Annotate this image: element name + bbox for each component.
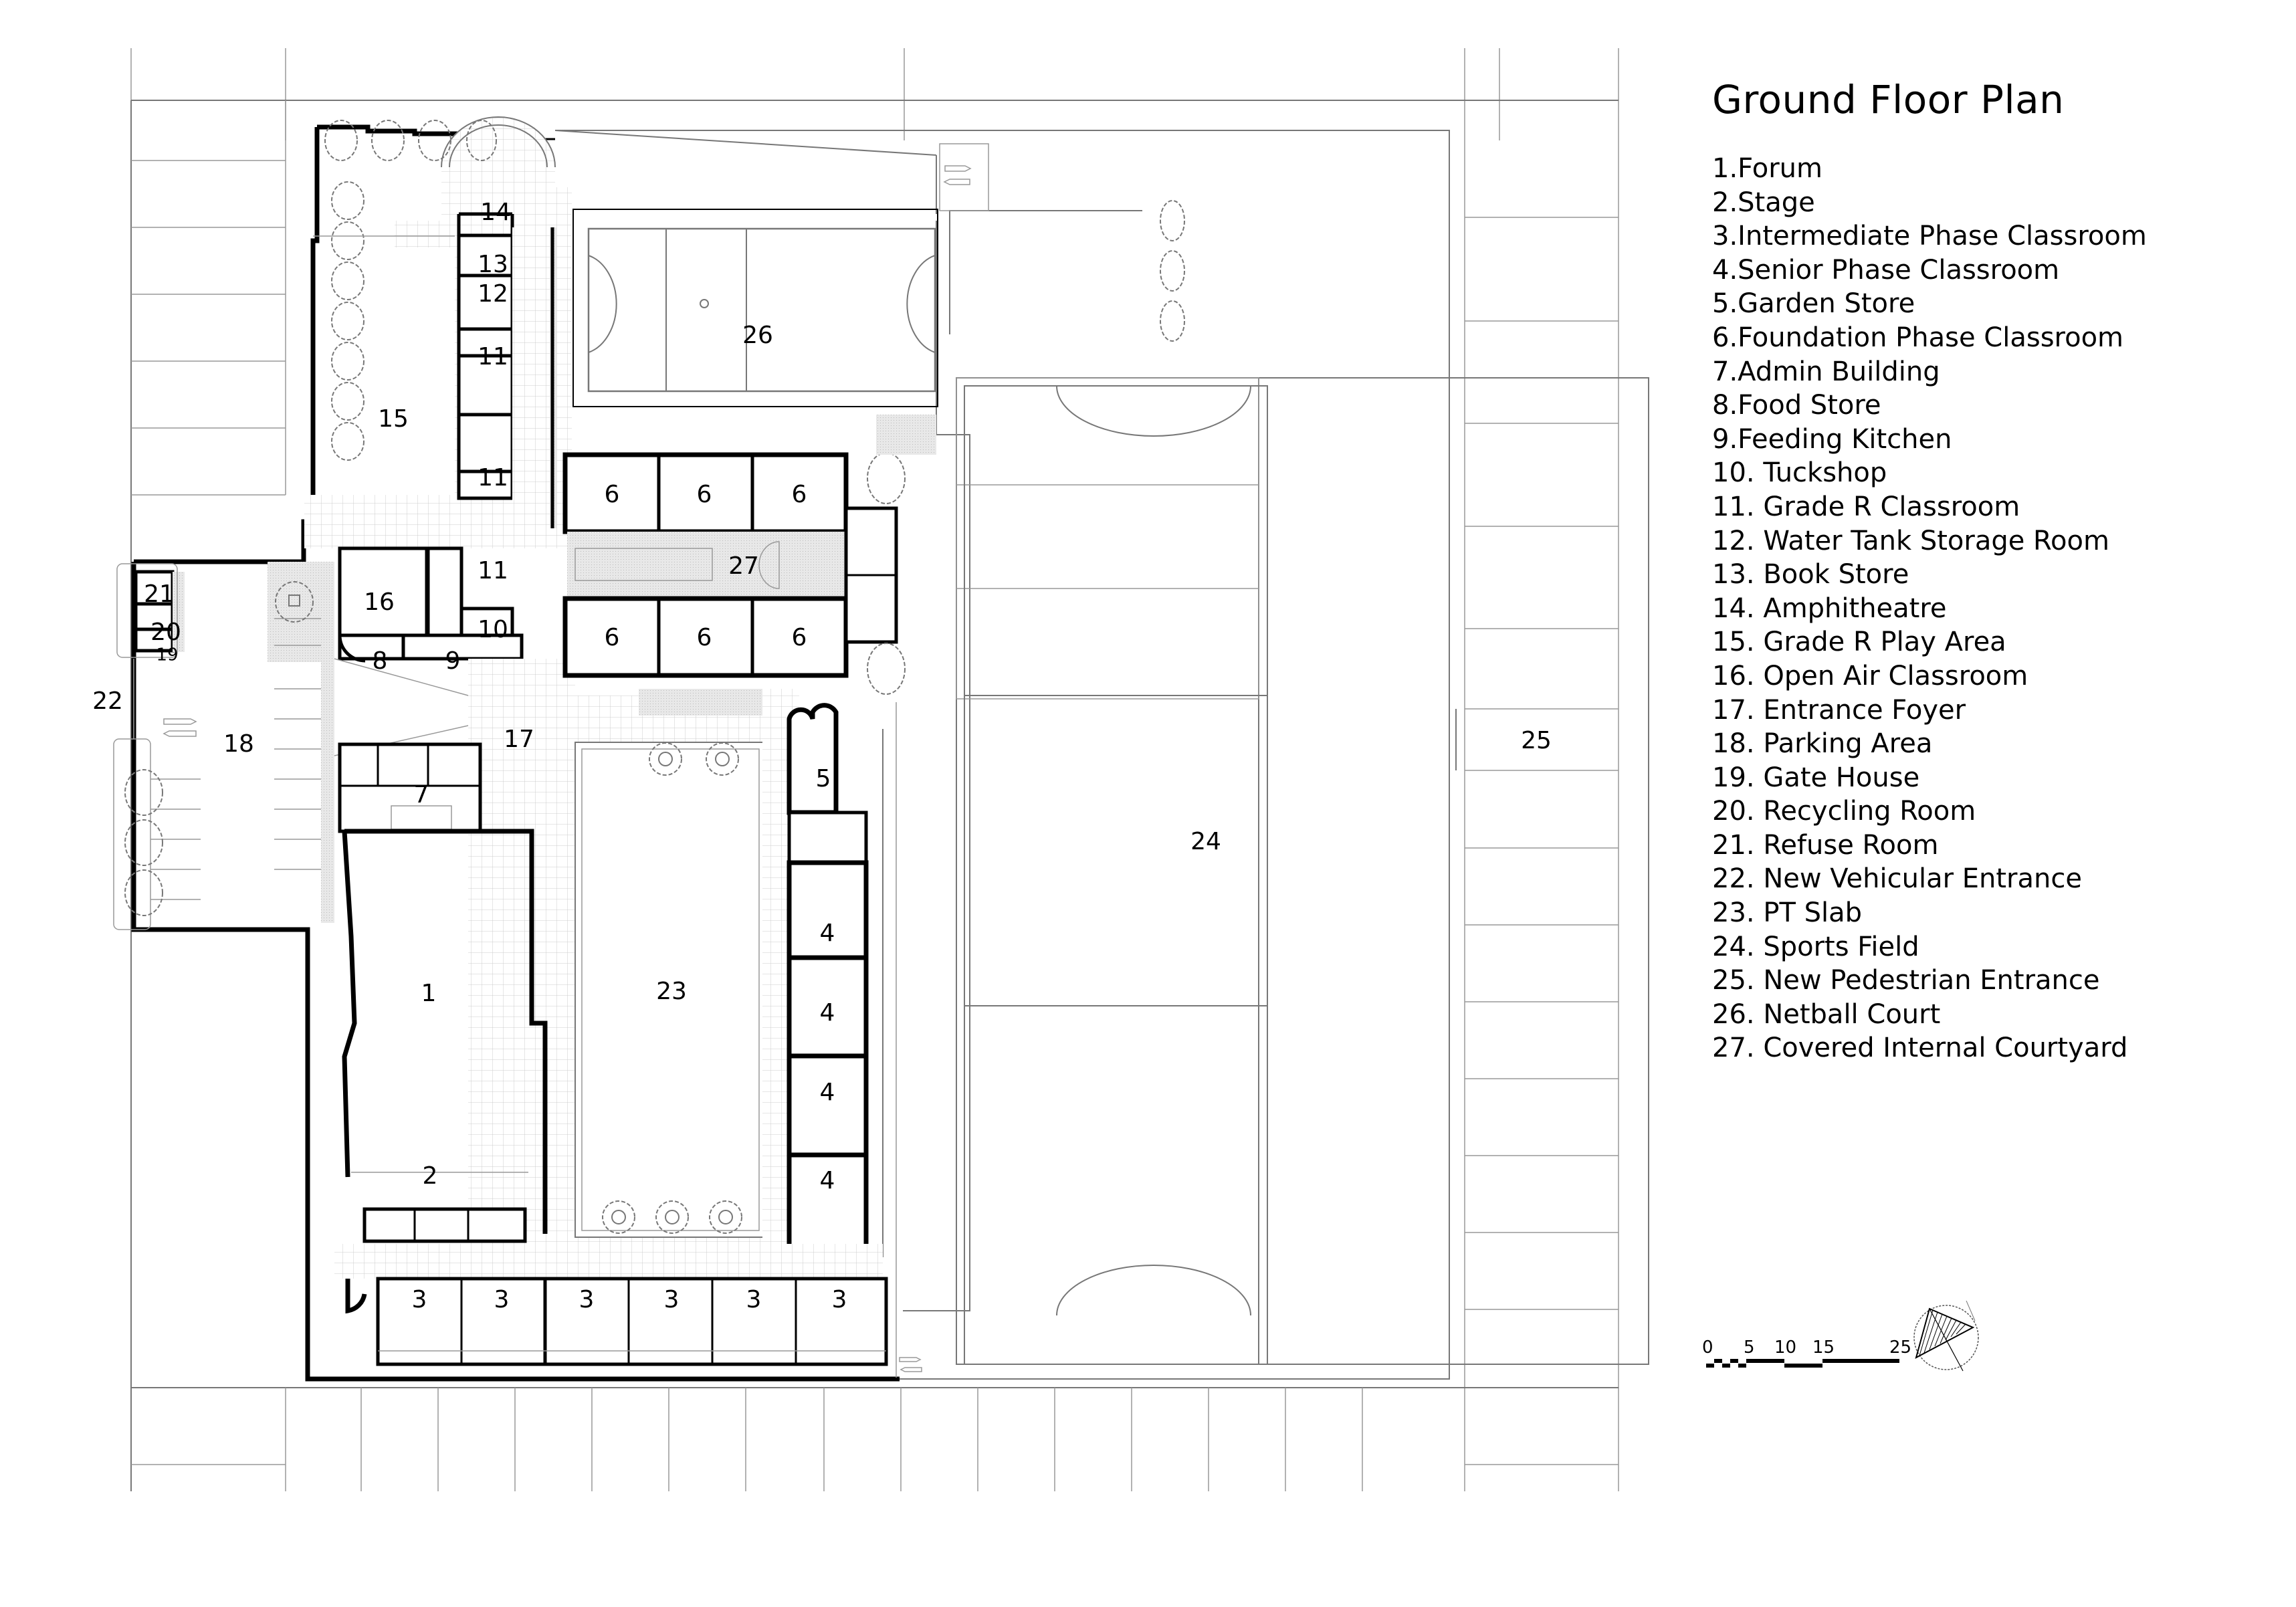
parking-area <box>113 562 334 930</box>
svg-text:26: 26 <box>742 322 773 349</box>
svg-text:12: 12 <box>478 280 508 308</box>
svg-text:3: 3 <box>832 1286 847 1313</box>
scale-tick-label: 15 <box>1812 1337 1835 1358</box>
svg-text:27: 27 <box>728 552 759 580</box>
svg-text:24: 24 <box>1190 828 1221 855</box>
svg-text:1: 1 <box>421 980 437 1007</box>
svg-text:15: 15 <box>378 405 409 433</box>
legend-item: 6.Foundation Phase Classroom <box>1712 322 2124 353</box>
svg-text:3: 3 <box>664 1286 680 1313</box>
legend-item: 21. Refuse Room <box>1712 829 1939 861</box>
grade-r-block <box>457 212 556 528</box>
svg-text:4: 4 <box>820 999 835 1027</box>
svg-text:4: 4 <box>820 1167 835 1194</box>
svg-text:8: 8 <box>373 647 388 675</box>
legend-item: 24. Sports Field <box>1712 931 1919 962</box>
legend-item: 20. Recycling Room <box>1712 796 1976 827</box>
svg-text:3: 3 <box>494 1286 510 1313</box>
svg-text:18: 18 <box>223 730 254 758</box>
svg-text:20: 20 <box>150 619 181 646</box>
legend-item: 14. Amphitheatre <box>1712 593 1947 624</box>
svg-text:6: 6 <box>697 624 712 651</box>
legend-item: 10. Tuckshop <box>1712 457 1887 489</box>
scale-tick-label: 25 <box>1889 1337 1912 1358</box>
svg-text:11: 11 <box>478 464 508 492</box>
legend-item: 25. New Pedestrian Entrance <box>1712 965 2100 996</box>
svg-text:14: 14 <box>480 199 511 226</box>
sports-field <box>956 377 1649 1365</box>
pt-slab-courtyard <box>555 689 789 1254</box>
legend-item: 19. Gate House <box>1712 762 1920 793</box>
forum-hall <box>342 829 548 1314</box>
svg-text:25: 25 <box>1521 727 1552 754</box>
legend-item: 27. Covered Internal Courtyard <box>1712 1033 2128 1064</box>
legend-item: 15. Grade R Play Area <box>1712 627 2006 658</box>
legend-item: 1.Forum <box>1712 153 1822 184</box>
scale-tick-label: 10 <box>1774 1337 1797 1358</box>
svg-text:3: 3 <box>412 1286 427 1313</box>
legend-item: 18. Parking Area <box>1712 728 1933 760</box>
svg-text:22: 22 <box>92 687 123 715</box>
room-labels: 1 2 3 3 3 3 3 3 4 4 4 4 5 6 6 6 6 6 6 7 … <box>92 199 1552 1313</box>
legend-item: 17. Entrance Foyer <box>1712 694 1966 726</box>
plan-title: Ground Floor Plan <box>1712 77 2065 122</box>
trees-field-edge <box>1160 200 1185 342</box>
svg-text:6: 6 <box>792 624 807 651</box>
north-arrow-icon <box>1913 1301 1979 1372</box>
legend-item: 13. Book Store <box>1712 559 1909 591</box>
svg-text:11: 11 <box>478 557 508 584</box>
legend-item: 12. Water Tank Storage Room <box>1712 525 2109 556</box>
scale-tick-label: 5 <box>1744 1337 1755 1358</box>
legend-item: 16. Open Air Classroom <box>1712 660 2028 691</box>
legend-item: 4.Senior Phase Classroom <box>1712 254 2060 286</box>
legend-item: 23. PT Slab <box>1712 897 1863 929</box>
svg-text:7: 7 <box>414 781 429 809</box>
svg-text:6: 6 <box>605 624 620 651</box>
svg-text:9: 9 <box>445 647 461 675</box>
svg-text:3: 3 <box>746 1286 762 1313</box>
svg-text:4: 4 <box>820 1079 835 1106</box>
site-boundary-lines <box>130 48 1619 1491</box>
legend-item: 9.Feeding Kitchen <box>1712 423 1952 455</box>
legend-item: 3.Intermediate Phase Classroom <box>1712 221 2147 252</box>
svg-text:11: 11 <box>478 343 508 370</box>
legend-item: 11. Grade R Classroom <box>1712 491 2020 522</box>
legend-item: 5.Garden Store <box>1712 288 1915 320</box>
svg-text:6: 6 <box>792 481 807 508</box>
svg-text:17: 17 <box>504 726 534 753</box>
svg-text:13: 13 <box>478 251 508 278</box>
scale-bar: 0 5 10 15 25 <box>1702 1337 1983 1391</box>
svg-text:23: 23 <box>656 978 687 1005</box>
svg-text:6: 6 <box>605 481 620 508</box>
svg-text:6: 6 <box>697 481 712 508</box>
svg-text:16: 16 <box>364 588 395 616</box>
legend-item: 22. New Vehicular Entrance <box>1712 863 2082 895</box>
legend-item: 7.Admin Building <box>1712 356 1940 387</box>
legend-item: 8.Food Store <box>1712 390 1881 421</box>
legend: Ground Floor Plan 1.Forum 2.Stage 3.Inte… <box>1712 77 2261 1065</box>
gatehouse-block <box>116 563 185 658</box>
legend-list: 1.Forum 2.Stage 3.Intermediate Phase Cla… <box>1712 152 2261 1065</box>
svg-text:10: 10 <box>478 616 508 643</box>
intermediate-phase-block <box>334 1244 922 1372</box>
svg-text:2: 2 <box>423 1162 438 1190</box>
legend-item: 26. Netball Court <box>1712 998 1941 1030</box>
foundation-phase-block <box>562 415 936 695</box>
svg-text:4: 4 <box>820 920 835 947</box>
sports-zone-outline <box>554 130 1450 1380</box>
svg-text:21: 21 <box>144 580 175 608</box>
legend-item: 2.Stage <box>1712 187 1815 218</box>
svg-text:5: 5 <box>816 765 831 792</box>
svg-text:3: 3 <box>579 1286 595 1313</box>
svg-text:19: 19 <box>156 645 178 665</box>
scale-tick-label: 0 <box>1702 1337 1713 1358</box>
senior-phase-block <box>762 689 897 1378</box>
netball-court <box>572 143 989 407</box>
scale-bar-graphic <box>1706 1359 1899 1368</box>
